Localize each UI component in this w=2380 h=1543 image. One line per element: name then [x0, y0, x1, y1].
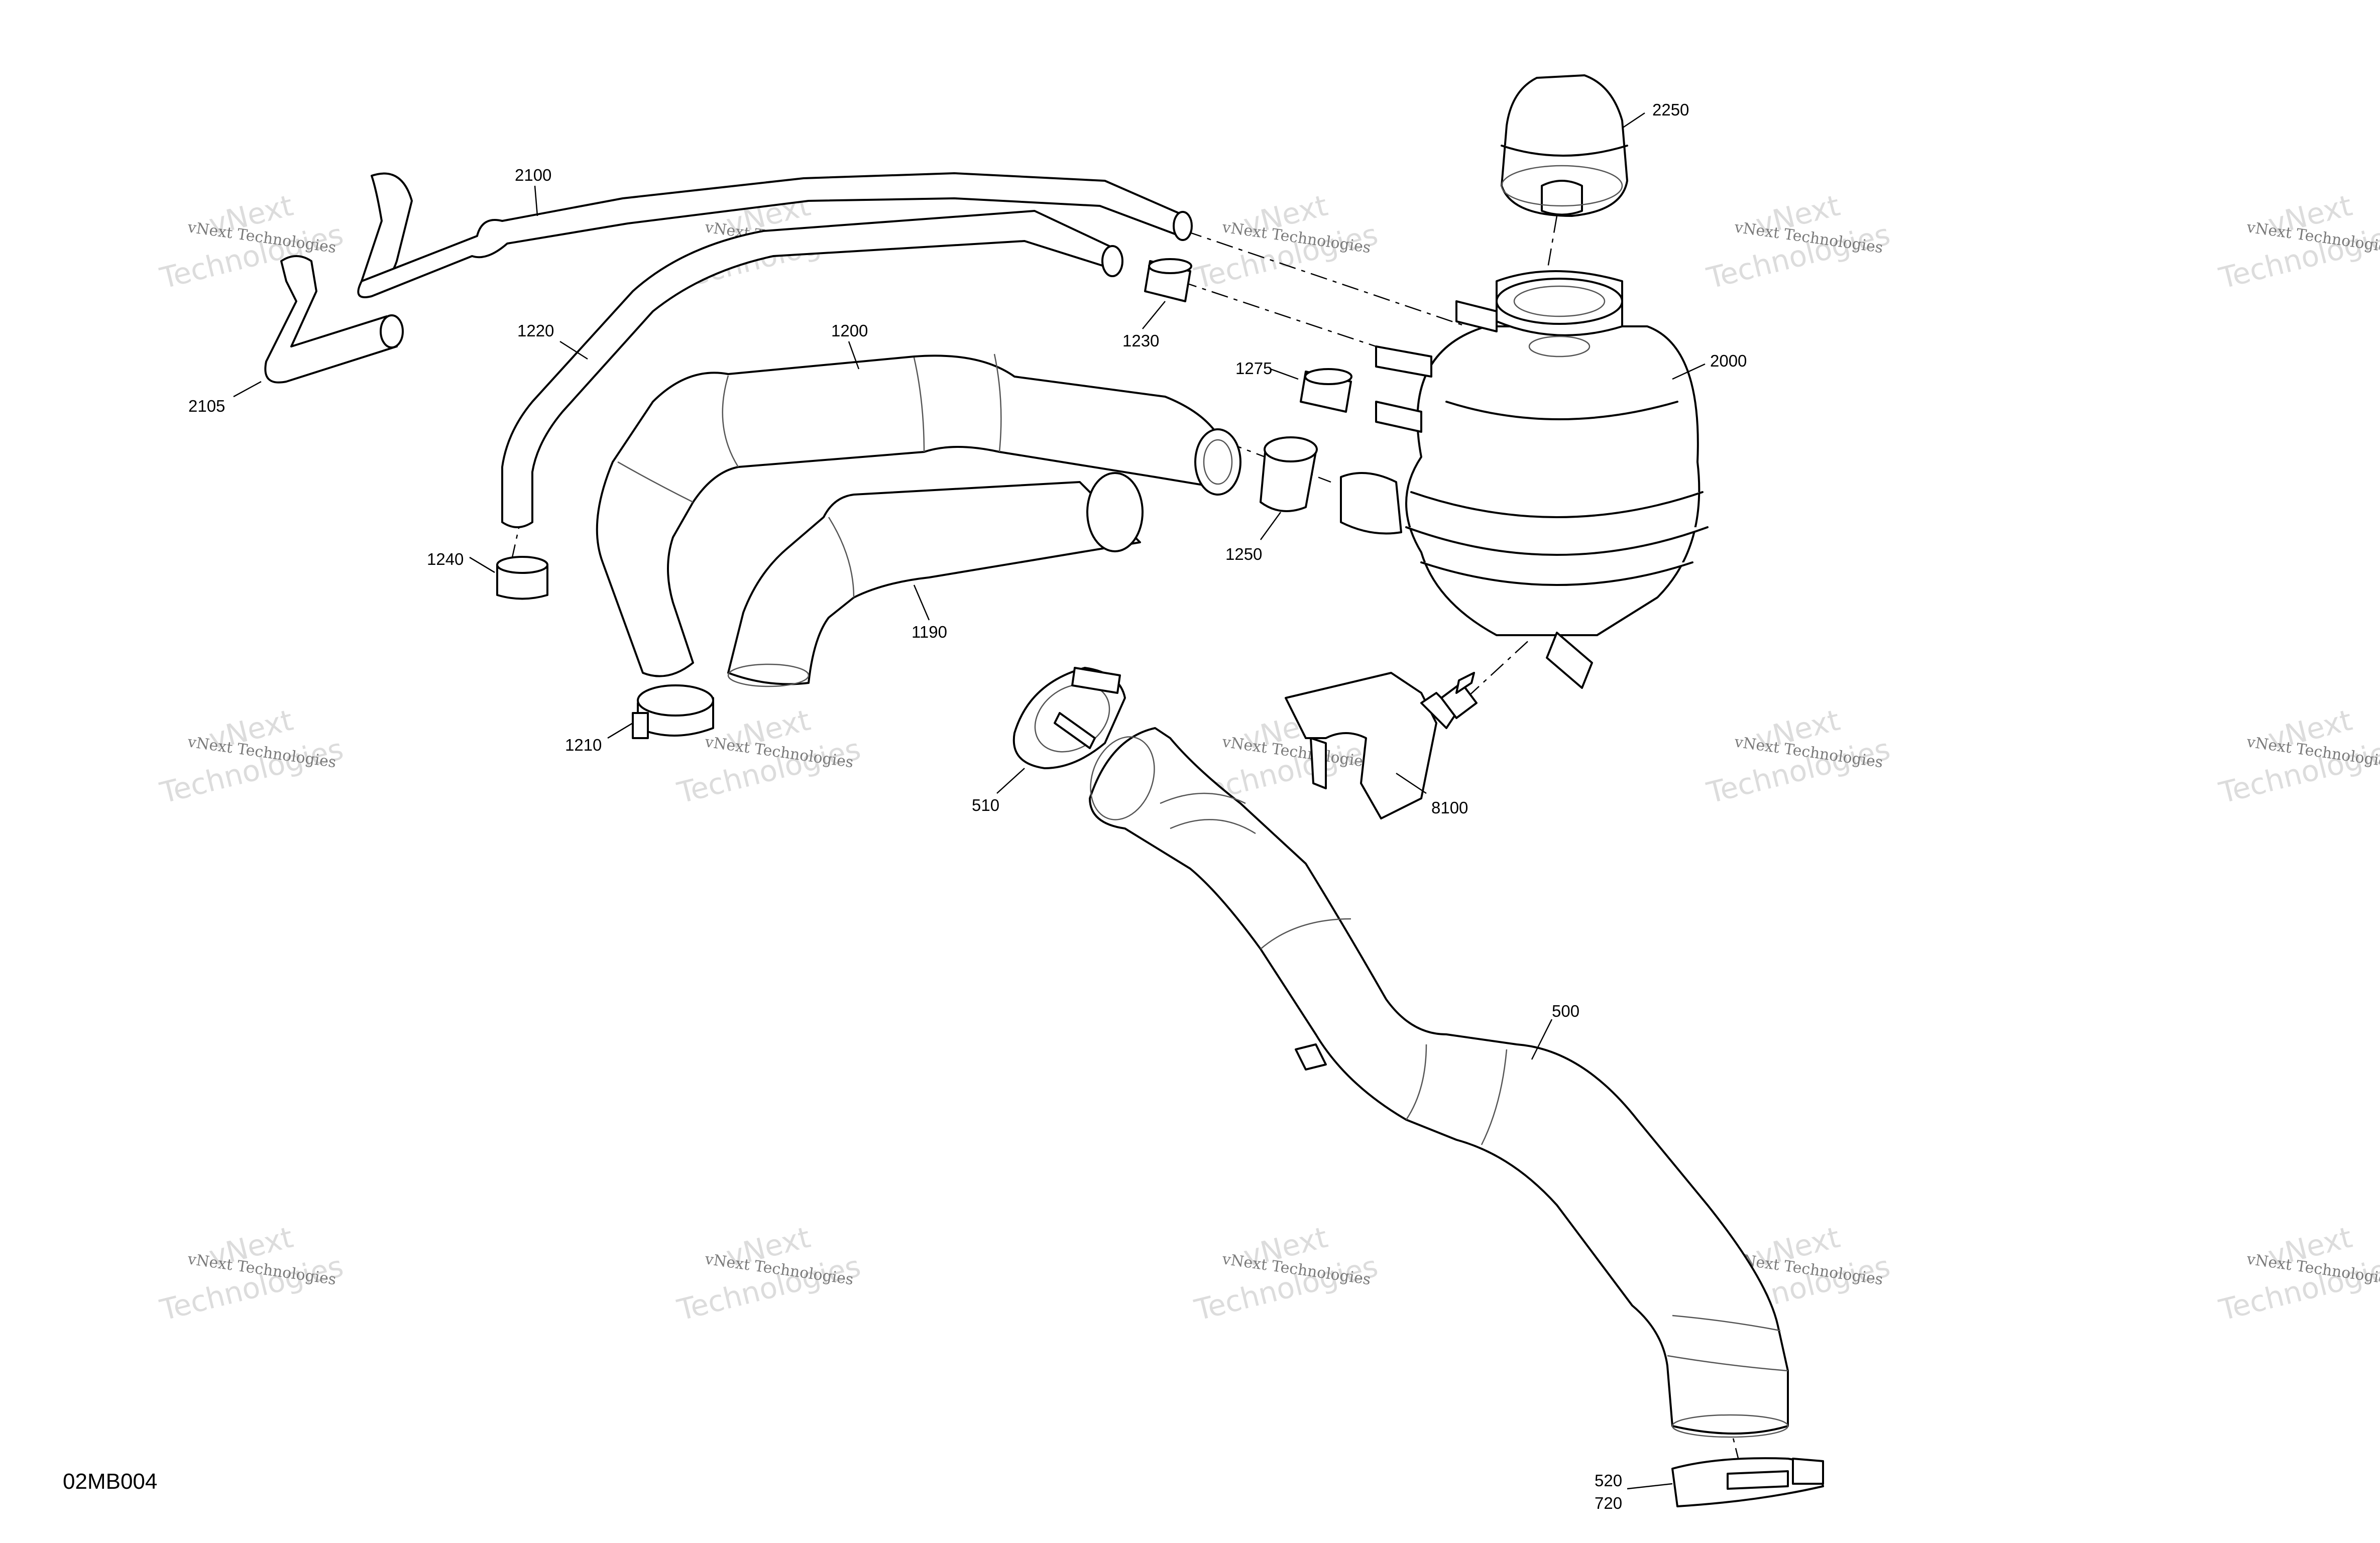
part-2100-hose[interactable]	[357, 172, 1193, 298]
part-1200-hose[interactable]	[596, 353, 1241, 677]
part-1275-clamp[interactable]	[1300, 368, 1352, 413]
callout-1200: 1200	[831, 321, 868, 340]
part-1250-clamp[interactable]	[1260, 436, 1318, 512]
part-500-hose[interactable]	[1080, 727, 1789, 1438]
leader-1220	[559, 340, 588, 360]
part-1220-hose[interactable]	[501, 210, 1123, 528]
diagram-id: 02MB004	[63, 1469, 157, 1494]
watermark: vNext Technologies vNext Technologies	[673, 1220, 864, 1328]
leader-1200	[848, 341, 860, 370]
leader-2100	[534, 185, 538, 216]
callout-2105: 2105	[188, 397, 225, 415]
part-8100-bracket[interactable]	[1285, 672, 1478, 819]
part-520-clamp[interactable]	[1671, 1457, 1824, 1507]
part-510-clamp[interactable]	[1012, 667, 1126, 769]
watermark: vNext Technologies vNext Technologies	[2215, 1220, 2380, 1328]
callout-1230: 1230	[1122, 331, 1159, 350]
leader-500	[1531, 1019, 1553, 1060]
assembly-line-upper-hoses	[1185, 230, 1467, 327]
callout-1220: 1220	[517, 321, 554, 340]
leader-510	[996, 768, 1025, 794]
leader-2000	[1672, 363, 1706, 380]
watermark: vNext Technologies vNext Technologies	[156, 703, 347, 810]
leader-2250	[1622, 112, 1645, 129]
callout-labels: 2250 2100 2000 2105 1220 1200 1230 1275 …	[188, 100, 1747, 1512]
callout-1240: 1240	[427, 550, 464, 568]
leader-1240	[469, 556, 495, 573]
watermark: vNext Technologies vNext Technologies	[2215, 188, 2380, 296]
leader-8100	[1396, 772, 1427, 794]
callout-720: 720	[1595, 1494, 1622, 1512]
watermark: vNext Technologies vNext Technologies	[1191, 1220, 1381, 1328]
callout-500: 500	[1552, 1002, 1579, 1020]
watermark: vNext Technologies vNext Technologies	[156, 188, 347, 296]
leader-2105	[233, 381, 262, 398]
callout-1250: 1250	[1225, 545, 1262, 563]
leader-1210	[607, 722, 633, 739]
callout-2000: 2000	[1710, 351, 1747, 370]
callout-510: 510	[972, 796, 999, 814]
assembly-line-1230	[1180, 280, 1392, 352]
callout-8100: 8100	[1431, 798, 1468, 817]
part-1230-clamp[interactable]	[1144, 258, 1192, 302]
callout-leaders	[233, 112, 1706, 1490]
callout-1210: 1210	[565, 736, 602, 754]
leader-1250	[1260, 512, 1282, 540]
part-2105-hose[interactable]	[264, 255, 404, 384]
part-1190-hose[interactable]	[727, 472, 1144, 687]
callout-1275: 1275	[1235, 359, 1272, 378]
callout-2250: 2250	[1652, 100, 1689, 119]
watermark: vNext Technologies vNext Technologies	[2215, 703, 2380, 810]
watermark: vNext Technologies vNext Technologies	[1703, 188, 1893, 296]
callout-520: 520	[1595, 1471, 1622, 1490]
leader-1230	[1142, 301, 1166, 329]
part-1210-clamp[interactable]	[632, 684, 714, 739]
part-2250-cap[interactable]	[1501, 74, 1628, 217]
leader-1190	[913, 584, 930, 621]
part-1240-clamp[interactable]	[496, 556, 548, 600]
leader-520	[1627, 1483, 1673, 1490]
watermark: vNext Technologies vNext Technologies	[1191, 188, 1381, 296]
watermark: vNext Technologies vNext Technologies	[156, 1220, 347, 1328]
callout-1190: 1190	[912, 623, 947, 641]
assembly-line-8100	[1466, 637, 1532, 698]
part-2000-expansion-tank[interactable]	[1340, 270, 1709, 689]
leader-1275	[1270, 368, 1299, 380]
watermark: vNext Technologies vNext Technologies	[1703, 703, 1893, 810]
callout-2100: 2100	[515, 166, 551, 184]
